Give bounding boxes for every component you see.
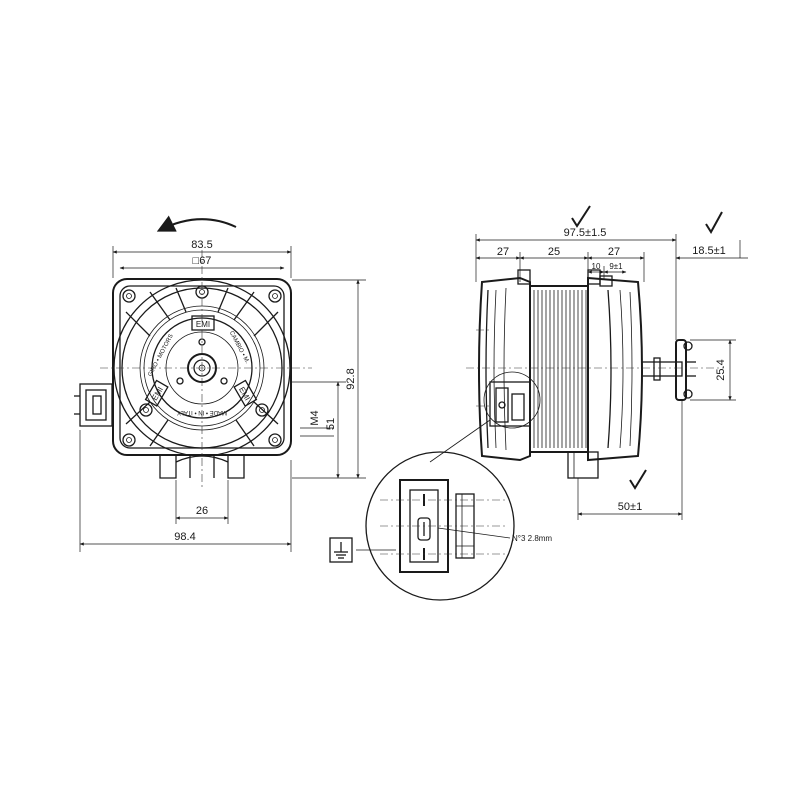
side-view: 97.5±1.5 18.5±1 27 25 27 10 9±1 25.4 50±… bbox=[429, 205, 748, 520]
dim-flange: 25.4 bbox=[715, 359, 727, 380]
check-icon bbox=[705, 211, 723, 234]
dim-offset: 51 bbox=[325, 418, 337, 430]
stator-stack bbox=[529, 285, 589, 453]
connector-label: N°3 2.8mm bbox=[512, 534, 552, 543]
terminal-block bbox=[74, 383, 113, 427]
dim-seg2: 25 bbox=[548, 246, 560, 258]
mounting-feet bbox=[159, 455, 245, 479]
dim-overall: 98.4 bbox=[174, 531, 195, 543]
dim-seg3: 27 bbox=[608, 246, 620, 258]
dim-width: 83.5 bbox=[191, 239, 212, 251]
shaft-flange bbox=[675, 339, 687, 401]
check-icon bbox=[571, 205, 591, 228]
dim-base: 26 bbox=[196, 505, 208, 517]
dim-height: 92.8 bbox=[345, 368, 357, 389]
dim-shaft: 18.5±1 bbox=[692, 245, 726, 257]
dim-seg1: 27 bbox=[497, 246, 509, 258]
check-icon bbox=[629, 469, 647, 490]
shaft bbox=[641, 361, 683, 377]
dim-sub2: 9±1 bbox=[609, 262, 623, 271]
dim-bottom: 50±1 bbox=[618, 501, 642, 513]
dim-total: 97.5±1.5 bbox=[564, 227, 607, 239]
cambio-text: CAMBIO • M. bbox=[228, 330, 250, 365]
ground-icon bbox=[329, 537, 353, 563]
dim-square: □67 bbox=[193, 255, 212, 267]
emi-label-top: EMI bbox=[196, 320, 210, 329]
dim-sub1: 10 bbox=[592, 262, 601, 271]
front-view: EMI EMI EMI GIRO • MOTORS CAMBIO • M. MA… bbox=[74, 215, 366, 552]
connector-detail: N°3 2.8mm bbox=[329, 451, 552, 601]
rotation-arrow-icon bbox=[156, 215, 237, 232]
dim-thread: M4 bbox=[309, 410, 321, 425]
